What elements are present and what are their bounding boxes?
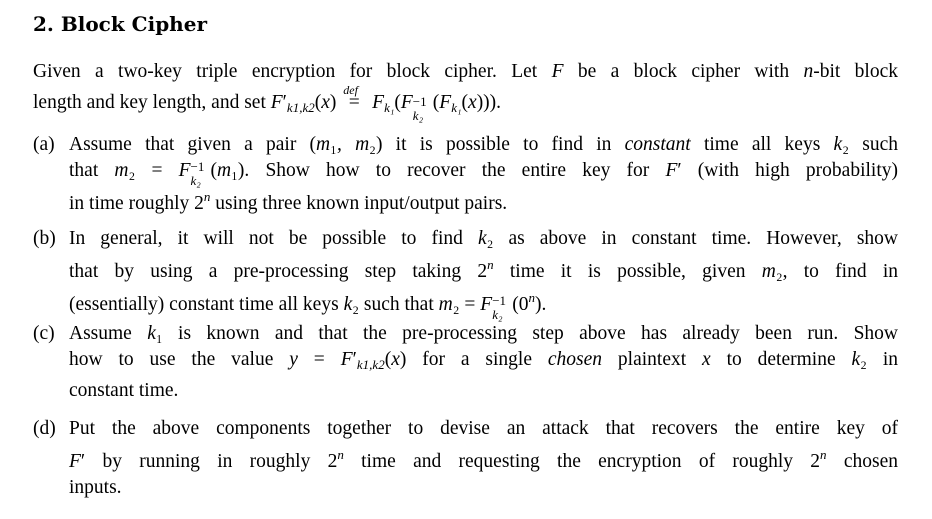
item-a-line-3: in time roughly 2n using three known inp… xyxy=(69,189,508,214)
item-d: (d) Put the above components together to… xyxy=(33,416,898,501)
item-c: (c) Assume k₁ is known and that the pre-… xyxy=(33,321,898,404)
item-c-line-1: Assume k₁ is known and that the pre-proc… xyxy=(69,323,898,344)
item-d-line-3: inputs. xyxy=(69,477,122,498)
intro-line-2: length and key length, and set F′k1,k2(x… xyxy=(33,83,502,123)
item-d-line-2: F′ by running in roughly 2n time and req… xyxy=(69,447,898,472)
item-a-line-1: Assume that given a pair (m₁, m₂) it is … xyxy=(69,134,898,155)
intro-line-2-text: length and key length, and set xyxy=(33,92,266,113)
item-c-line-2: how to use the value y = F′k1,k2(x) for … xyxy=(69,349,899,372)
item-c-line-3: constant time. xyxy=(69,380,179,401)
intro-line-1: Given a two-key triple encryption for bl… xyxy=(33,61,898,82)
item-label: (b) xyxy=(33,228,56,249)
item-label: (c) xyxy=(33,323,55,344)
item-b-line-3: (essentially) constant time all keys k₂ … xyxy=(69,290,547,322)
item-b-line-1: In general, it will not be possible to f… xyxy=(69,228,898,249)
item-label: (a) xyxy=(33,134,55,155)
item-a: (a) Assume that given a pair (m₁, m₂) it… xyxy=(33,132,898,217)
item-b-line-2: that by using a pre-processing step taki… xyxy=(69,257,898,282)
intro-paragraph: Given a two-key triple encryption for bl… xyxy=(33,56,898,123)
section-heading: 2. Block Cipher xyxy=(33,12,207,36)
item-label: (d) xyxy=(33,418,56,439)
item-d-line-1: Put the above components together to dev… xyxy=(69,418,898,439)
item-b: (b) In general, it will not be possible … xyxy=(33,226,898,322)
